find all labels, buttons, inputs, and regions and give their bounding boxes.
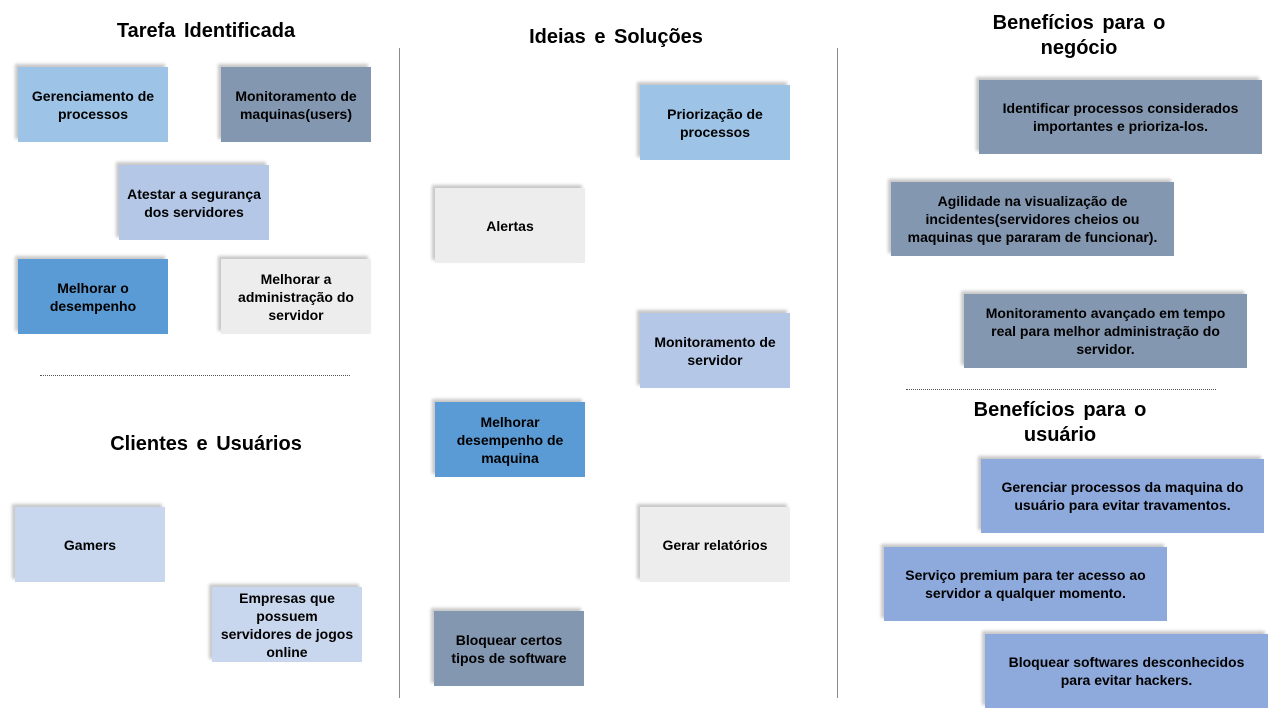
section-divider-left <box>40 375 350 376</box>
heading-beneficios-usuario: Benefícios para o usuário <box>973 399 1147 446</box>
heading-ideias-solucoes: Ideias e Soluções <box>529 26 703 48</box>
card-identificar-processos: Identificar processos considerados impor… <box>979 80 1262 154</box>
card-gerenciar-processos-usuario: Gerenciar processos da maquina do usuári… <box>981 459 1264 533</box>
card-empresas: Empresas que possuem servidores de jogos… <box>212 587 362 662</box>
card-bloquear-tipos-software: Bloquear certos tipos de software <box>434 611 584 686</box>
card-monitoramento-avancado: Monitoramento avançado em tempo real par… <box>964 294 1247 368</box>
card-melhorar-desempenho-maquina: Melhorar desempenho de maquina <box>435 402 585 477</box>
heading-beneficios-negocio: Benefícios para o negócio <box>992 12 1166 59</box>
card-alertas: Alertas <box>435 188 585 263</box>
card-gamers: Gamers <box>15 507 165 582</box>
card-gerenciamento-processos: Gerenciamento de processos <box>18 67 168 142</box>
card-melhorar-desempenho: Melhorar o desempenho <box>18 259 168 334</box>
heading-tarefa-identificada: Tarefa Identificada <box>116 20 296 42</box>
column-divider-left <box>399 48 400 698</box>
card-monitoramento-maquinas: Monitoramento de maquinas(users) <box>221 67 371 142</box>
card-bloquear-softwares-desconhecidos: Bloquear softwares desconhecidos para ev… <box>985 634 1268 708</box>
card-gerar-relatorios: Gerar relatórios <box>640 507 790 582</box>
card-agilidade-visualizacao: Agilidade na visualização de incidentes(… <box>891 182 1174 256</box>
card-monitoramento-servidor: Monitoramento de servidor <box>640 313 790 388</box>
card-servico-premium: Serviço premium para ter acesso ao servi… <box>884 547 1167 621</box>
card-atestar-seguranca: Atestar a segurança dos servidores <box>119 165 269 240</box>
section-divider-right <box>906 389 1216 390</box>
card-melhorar-administracao: Melhorar a administração do servidor <box>221 259 371 334</box>
heading-clientes-usuarios: Clientes e Usuários <box>110 433 302 455</box>
column-divider-right <box>837 48 838 698</box>
card-priorizacao-processos: Priorização de processos <box>640 85 790 160</box>
